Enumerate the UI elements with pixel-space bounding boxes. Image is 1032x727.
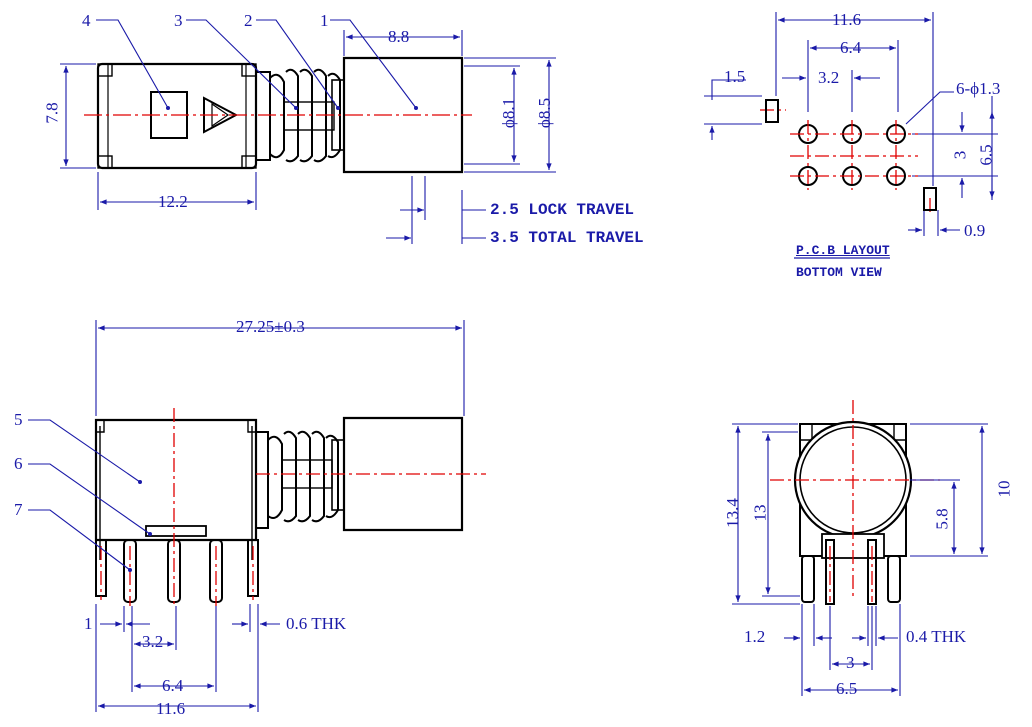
pcb-title: P.C.B LAYOUT	[796, 243, 890, 258]
callout-3: 3	[174, 11, 183, 30]
dim-front-row-span: 6.5	[836, 679, 858, 698]
dim-lock-travel: 2.5 LOCK TRAVEL	[490, 201, 635, 219]
callout-1: 1	[320, 11, 329, 30]
dim-body-length: 12.2	[158, 192, 188, 211]
dim-hole-note: 6-ϕ1.3	[956, 79, 1001, 98]
dim-front-thk: 0.4 THK	[906, 627, 967, 646]
callout-6: 6	[14, 454, 23, 473]
dim-pin-edge: 1	[84, 614, 93, 633]
dim-cap-dia-outer: ϕ8.5	[535, 97, 555, 129]
callout-7: 7	[14, 500, 23, 519]
dim-front-pin-offset: 1.2	[744, 627, 766, 646]
spring-side	[267, 430, 339, 523]
dim-cap-length: 8.8	[388, 27, 410, 46]
dim-total-travel: 3.5 TOTAL TRAVEL	[490, 229, 644, 247]
dim-cap-dia-inner: ϕ8.1	[499, 97, 519, 129]
dim-pcb-pitch: 3.2	[818, 68, 840, 87]
dim-body-height: 7.8	[42, 102, 62, 124]
dim-side-width: 11.6	[156, 699, 186, 718]
dim-side-thk: 0.6 THK	[286, 614, 347, 633]
side-body	[94, 418, 258, 542]
front-pins	[801, 539, 901, 605]
dim-pcb-width: 11.6	[832, 10, 862, 29]
dim-front-total: 13.4	[722, 498, 742, 528]
front-view	[732, 400, 988, 696]
pcb-layout	[704, 12, 998, 259]
pcb-subtitle: BOTTOM VIEW	[796, 265, 882, 280]
pad-right	[923, 187, 937, 211]
side-view	[28, 320, 486, 712]
pad-left	[765, 99, 779, 123]
callout-5: 5	[14, 410, 23, 429]
dim-front-height: 13	[750, 504, 770, 522]
dim-side-pin-spacing: 6.4	[162, 676, 184, 695]
dim-row-spacing: 3	[950, 150, 970, 160]
dim-pcb-pin-spacing: 6.4	[840, 38, 862, 57]
dim-side-pitch: 3.2	[142, 632, 164, 651]
callout-2: 2	[244, 11, 253, 30]
dim-overall-length: 27.25±0.3	[236, 317, 305, 336]
top-view	[60, 19, 556, 244]
dim-pad-offset: 1.5	[724, 67, 746, 86]
dim-front-center: 5.8	[932, 508, 952, 530]
dim-front-row: 3	[846, 653, 855, 672]
dim-front-body: 10	[994, 480, 1014, 498]
callout-4: 4	[82, 11, 91, 30]
side-pins	[95, 539, 259, 603]
dim-row-span: 6.5	[976, 144, 996, 166]
dim-pad-small: 0.9	[964, 221, 986, 240]
